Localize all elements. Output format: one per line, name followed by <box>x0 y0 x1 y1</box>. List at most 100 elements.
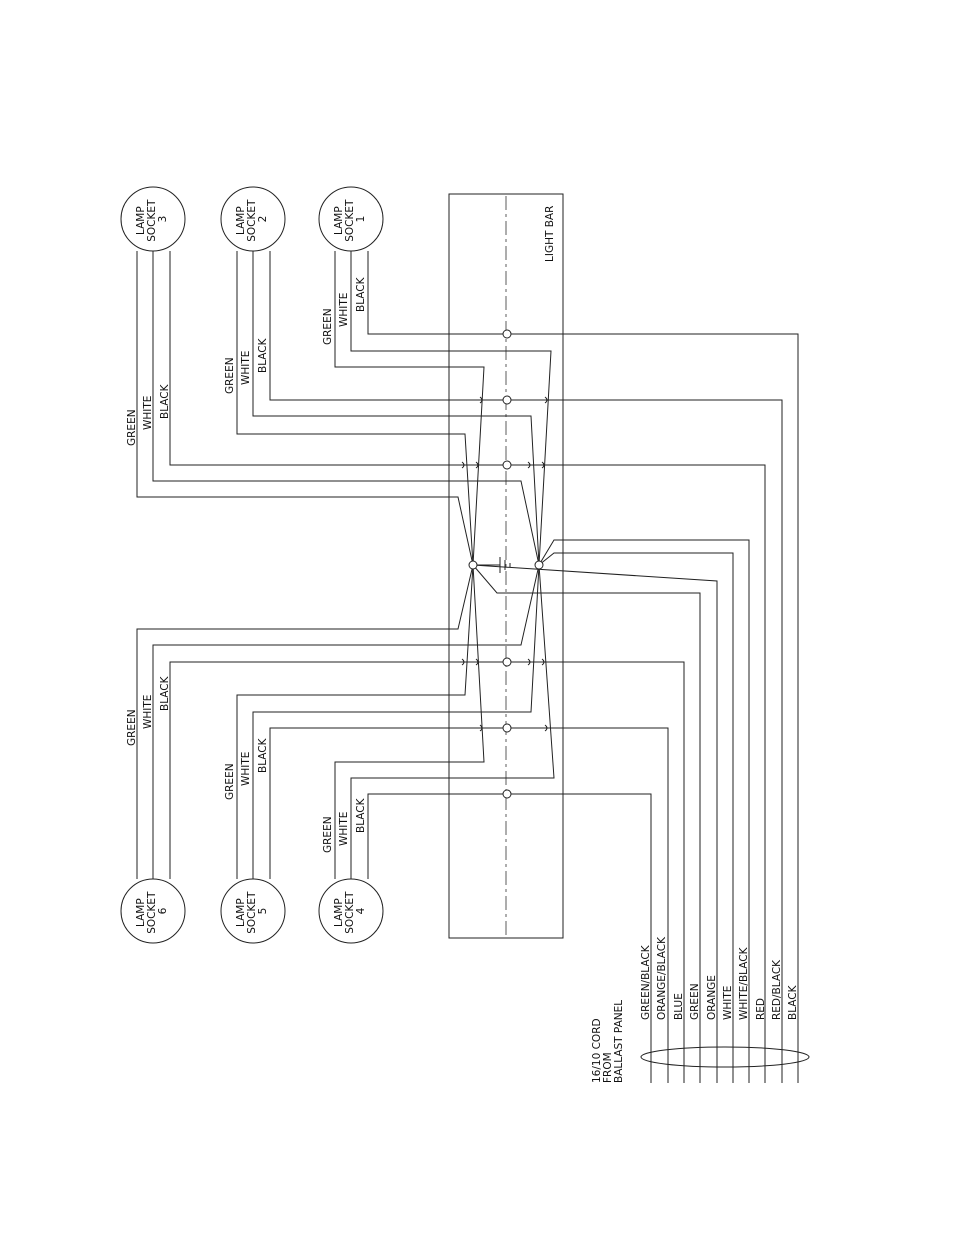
socket-label-lamp: LAMP <box>135 206 147 235</box>
ballast-cord: 16/10 CORD FROM BALLAST PANEL GREEN/BLAC… <box>591 794 810 1083</box>
wire-label-green: GREEN <box>126 709 138 746</box>
hop <box>475 658 479 666</box>
center-bus <box>468 539 750 1083</box>
socket-label-socket: SOCKET <box>246 891 258 934</box>
socket-label-number: 2 <box>257 216 269 223</box>
socket-label-lamp: LAMP <box>235 206 247 235</box>
hop <box>479 396 483 404</box>
socket-label-number: 4 <box>355 907 367 914</box>
cord-conductor-label: ORANGE <box>706 975 718 1020</box>
svg-text:LAMP SOCKET 2: LAMP SOCKET 2 <box>235 196 269 242</box>
socket-label-number: 5 <box>257 908 269 915</box>
light-bar: LIGHT BAR <box>448 193 564 939</box>
wire-label-white: WHITE <box>240 752 252 786</box>
ground-symbol <box>473 557 511 573</box>
socket-label-number: 3 <box>157 216 169 223</box>
cord-conductor-label: BLUE <box>673 993 685 1020</box>
junction-node <box>502 789 512 799</box>
hop <box>479 724 483 732</box>
junction-nodes <box>502 329 512 799</box>
hop <box>461 461 465 469</box>
wire-label-green: GREEN <box>126 409 138 446</box>
light-bar-label: LIGHT BAR <box>544 206 556 262</box>
lamp-socket-3: LAMP SOCKET 3 <box>120 186 186 252</box>
wire-label-white: WHITE <box>142 695 154 729</box>
svg-text:LAMP SOCKET 6: LAMP SOCKET 6 <box>135 888 169 934</box>
lamp-socket-2: LAMP SOCKET 2 <box>220 186 286 252</box>
svg-text:LAMP SOCKET 5: LAMP SOCKET 5 <box>235 888 269 934</box>
wire-label-black: BLACK <box>257 737 269 773</box>
junction-node <box>502 395 512 405</box>
lamp-socket-6: LAMP SOCKET 6 <box>120 878 186 944</box>
socket-6-black-wire <box>169 661 685 1083</box>
socket-label-socket: SOCKET <box>246 199 258 242</box>
light-bar-outline <box>448 193 564 939</box>
wire-label-green: GREEN <box>224 357 236 394</box>
lamp-socket-5: LAMP SOCKET 5 <box>220 878 286 944</box>
hop <box>541 658 545 666</box>
socket-6-green-wire <box>136 564 474 879</box>
cord-conductor-label: RED/BLACK <box>771 959 783 1020</box>
hop <box>475 461 479 469</box>
socket-1-green-wire <box>334 251 485 566</box>
wire-label-black: BLACK <box>159 383 171 419</box>
wire-label-black: BLACK <box>257 337 269 373</box>
junction-node <box>502 723 512 733</box>
socket-4-green-wire <box>334 564 485 879</box>
ground-to-cord-orange <box>472 564 718 1083</box>
wire-crossovers <box>461 396 548 732</box>
socket-label-lamp: LAMP <box>333 206 345 235</box>
socket-5-black-wire <box>269 727 669 1083</box>
wire-label-green: GREEN <box>322 308 334 345</box>
cord-conductor-label: ORANGE/BLACK <box>656 936 668 1020</box>
svg-text:LAMP SOCKET 3: LAMP SOCKET 3 <box>135 196 169 242</box>
cord-label-line-2: FROM <box>602 1052 614 1083</box>
cord-conductor-label: BLACK <box>787 984 799 1020</box>
wire-label-white: WHITE <box>142 396 154 430</box>
cord-conductor-label: GREEN/BLACK <box>640 944 652 1020</box>
socket-1-black-wire <box>367 251 799 1083</box>
cord-label-line-3: BALLAST PANEL <box>613 1000 625 1083</box>
socket-label-number: 6 <box>157 907 169 914</box>
hop <box>544 724 548 732</box>
svg-text:LAMP SOCKET 4: LAMP SOCKET 4 <box>333 888 367 934</box>
socket-label-lamp: LAMP <box>135 898 147 927</box>
neutral-bus-node <box>534 560 544 570</box>
cord-conductor-label: RED <box>755 998 767 1020</box>
ground-to-cord-green <box>472 564 701 1083</box>
socket-3-green-wire <box>136 251 474 566</box>
socket-1-white-wire <box>350 251 552 566</box>
ground-bus-node <box>468 560 478 570</box>
lamp-sockets: LAMP SOCKET 3 LAMP SOCKET 2 LAMP SOCKET … <box>120 186 384 944</box>
socket-5-white-wire <box>252 564 540 879</box>
socket-label-socket: SOCKET <box>146 891 158 934</box>
socket-2-white-wire <box>252 251 540 566</box>
cord-conductor-label: WHITE/BLACK <box>738 946 750 1020</box>
neutral-to-cord-white-black <box>538 552 734 1083</box>
wire-label-black: BLACK <box>159 675 171 711</box>
cord-jacket-ellipse <box>640 1046 810 1068</box>
socket-label-socket: SOCKET <box>344 891 356 934</box>
socket-3-black-wire <box>169 251 766 1083</box>
lamp-socket-4: LAMP SOCKET 4 <box>318 878 384 944</box>
wire-label-black: BLACK <box>355 797 367 833</box>
socket-label-lamp: LAMP <box>333 898 345 927</box>
socket-label-number: 1 <box>355 216 367 223</box>
cord-conductor-label: GREEN <box>689 983 701 1020</box>
socket-5-green-wire <box>236 564 474 879</box>
wire-label-white: WHITE <box>338 293 350 327</box>
socket-label-socket: SOCKET <box>146 199 158 242</box>
svg-text:LAMP SOCKET 1: LAMP SOCKET 1 <box>333 196 367 242</box>
socket-leads-top <box>136 251 799 1083</box>
socket-2-black-wire <box>269 251 783 1083</box>
socket-3-white-wire <box>152 251 540 566</box>
hop <box>527 658 531 666</box>
socket-6-white-wire <box>152 564 540 879</box>
cord-conductor-label: WHITE <box>722 986 734 1020</box>
neutral-to-cord-white <box>538 539 750 1083</box>
junction-node <box>502 460 512 470</box>
socket-2-green-wire <box>236 251 474 566</box>
socket-label-lamp: LAMP <box>235 898 247 927</box>
socket-wire-labels: GREEN WHITE BLACK GREEN WHITE BLACK GREE… <box>126 276 367 853</box>
